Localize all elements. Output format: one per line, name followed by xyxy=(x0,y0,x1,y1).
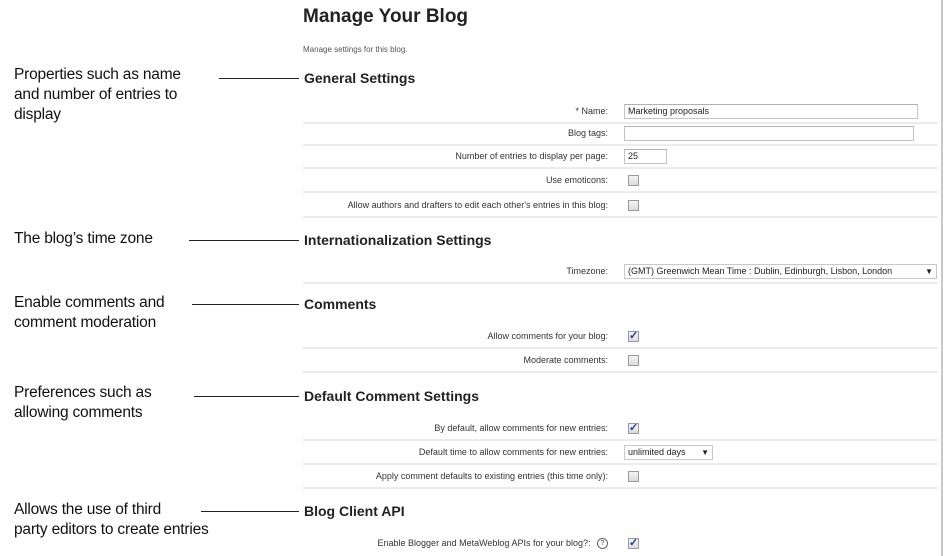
blog-tags-label: Blog tags: xyxy=(567,128,608,138)
row-default-allow-comments: By default, allow comments for new entri… xyxy=(303,417,938,441)
annotation-text: party editors to create entries xyxy=(14,521,209,538)
row-moderate-comments: Moderate comments: xyxy=(303,349,938,373)
allow-edit-checkbox[interactable] xyxy=(628,199,639,211)
chevron-down-icon: ▼ xyxy=(925,266,933,276)
row-apply-defaults: Apply comment defaults to existing entri… xyxy=(303,465,938,489)
annotation-text: Properties such as name xyxy=(14,66,181,83)
annotation-text: comment moderation xyxy=(14,314,156,331)
allow-comments-label: Allow comments for your blog: xyxy=(487,331,608,341)
entries-per-page-input[interactable] xyxy=(624,148,667,164)
chevron-down-icon: ▼ xyxy=(701,447,709,457)
annotation-text: display xyxy=(14,106,61,123)
help-circle-icon[interactable]: ? xyxy=(597,538,608,550)
entries-per-page-label: Number of entries to display per page: xyxy=(455,151,608,161)
moderate-comments-checkbox[interactable] xyxy=(628,354,639,366)
annotation-leader-line xyxy=(189,240,299,241)
annotation-text: and number of entries to xyxy=(14,86,178,103)
default-time-select[interactable]: unlimited days ▼ xyxy=(624,444,713,460)
allow-comments-checkbox[interactable] xyxy=(628,329,639,342)
row-allow-comments: Allow comments for your blog: xyxy=(303,325,938,349)
blog-tags-input[interactable] xyxy=(624,125,914,141)
enable-api-label: Enable Blogger and MetaWeblog APIs for y… xyxy=(377,538,591,548)
annotation-leader-line xyxy=(192,304,299,305)
row-default-time: Default time to allow comments for new e… xyxy=(303,441,938,465)
annotation-leader-line xyxy=(194,396,299,397)
annotation-timezone: The blog’s time zone xyxy=(14,229,153,249)
default-allow-comments-checkbox[interactable] xyxy=(628,421,639,434)
annotation-leader-line xyxy=(219,78,299,79)
row-blog-tags: Blog tags: xyxy=(303,122,938,146)
annotation-api: Allows the use of third party editors to… xyxy=(14,500,209,540)
default-time-value: unlimited days xyxy=(628,447,686,457)
use-emoticons-label: Use emoticons: xyxy=(545,175,608,185)
enable-api-label-wrap: Enable Blogger and MetaWeblog APIs for y… xyxy=(378,532,608,554)
row-use-emoticons: Use emoticons: xyxy=(303,169,938,193)
annotation-text: Enable comments and xyxy=(14,294,165,311)
section-title-default-comments: Default Comment Settings xyxy=(304,388,480,404)
annotation-text: Preferences such as xyxy=(14,384,152,401)
row-allow-edit: Allow authors and drafters to edit each … xyxy=(303,194,938,218)
annotation-text: The blog’s time zone xyxy=(14,230,153,247)
row-entries-per-page: Number of entries to display per page: xyxy=(303,145,938,169)
page-description: Manage settings for this blog. xyxy=(303,45,408,54)
row-enable-api: Enable Blogger and MetaWeblog APIs for y… xyxy=(303,532,938,554)
name-input[interactable] xyxy=(624,103,918,119)
row-timezone: Timezone: (GMT) Greenwich Mean Time : Du… xyxy=(303,260,938,284)
default-allow-comments-label: By default, allow comments for new entri… xyxy=(434,423,608,433)
name-label: * Name: xyxy=(575,106,608,116)
annotation-text: Allows the use of third xyxy=(14,501,162,518)
allow-edit-label: Allow authors and drafters to edit each … xyxy=(347,200,608,210)
default-time-label: Default time to allow comments for new e… xyxy=(418,447,608,457)
apply-defaults-checkbox[interactable] xyxy=(628,470,639,482)
timezone-value: (GMT) Greenwich Mean Time : Dublin, Edin… xyxy=(628,266,893,276)
annotation-default-comments: Preferences such as allowing comments xyxy=(14,383,152,423)
section-title-intl: Internationalization Settings xyxy=(304,232,492,248)
section-title-comments: Comments xyxy=(304,296,377,312)
section-title-api: Blog Client API xyxy=(304,503,405,519)
enable-api-checkbox[interactable] xyxy=(628,536,639,549)
timezone-select[interactable]: (GMT) Greenwich Mean Time : Dublin, Edin… xyxy=(624,263,937,279)
annotation-leader-line xyxy=(201,511,299,512)
use-emoticons-checkbox[interactable] xyxy=(628,174,639,186)
panel-right-border xyxy=(941,0,943,556)
annotation-text: allowing comments xyxy=(14,404,143,421)
timezone-label: Timezone: xyxy=(566,266,608,276)
section-title-general: General Settings xyxy=(304,70,416,86)
moderate-comments-label: Moderate comments: xyxy=(523,355,608,365)
annotation-general: Properties such as name and number of en… xyxy=(14,65,181,125)
annotation-comments: Enable comments and comment moderation xyxy=(14,293,165,333)
row-name: * Name: xyxy=(303,100,938,124)
page-title: Manage Your Blog xyxy=(303,6,469,27)
apply-defaults-label: Apply comment defaults to existing entri… xyxy=(375,471,608,481)
